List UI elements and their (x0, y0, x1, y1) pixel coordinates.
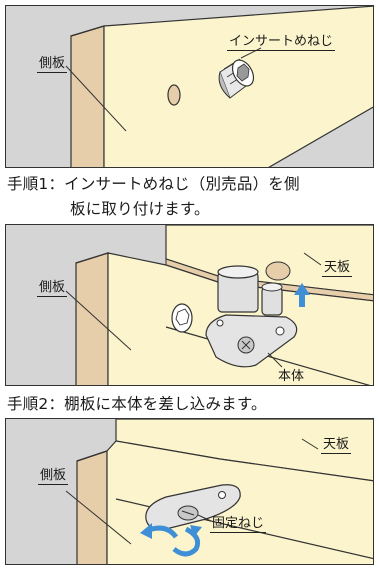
top-panel-label: 天板 (322, 256, 353, 277)
insert-nut-part (218, 58, 255, 99)
side-panel-label: 側板 (38, 464, 69, 485)
insert-direction-arrow (294, 283, 310, 307)
fixing-plate-part (145, 484, 241, 530)
insert-nut-label: インサートめねじ (227, 30, 336, 51)
step3-drawing (65, 419, 373, 564)
fixing-screw-label: 固定ねじ (210, 512, 267, 533)
step3-illustration: 天板 側板 固定ねじ (5, 418, 374, 565)
body-label: 本体 (276, 365, 306, 385)
side-panel-label: 側板 (37, 52, 68, 73)
step1-drawing (65, 6, 373, 167)
body-part (205, 265, 298, 368)
step2-illustration: 天板 側板 本体 (5, 224, 374, 386)
side-panel-label: 側板 (37, 276, 68, 297)
step1-illustration: インサートめねじ 側板 (5, 5, 374, 168)
step1-caption-line2: 板に取り付けます。 (70, 200, 210, 218)
step2-caption: 手順2：棚板に本体を差し込みます。 (7, 395, 267, 413)
step2-drawing (65, 225, 373, 385)
rotate-arrow-right (190, 525, 202, 537)
rotate-arrow-left (140, 523, 152, 539)
mounting-hole (167, 84, 181, 106)
top-panel-label: 天板 (321, 433, 352, 454)
step1-caption-line1: 手順1：インサートめねじ（別売品）を側 (7, 175, 300, 193)
